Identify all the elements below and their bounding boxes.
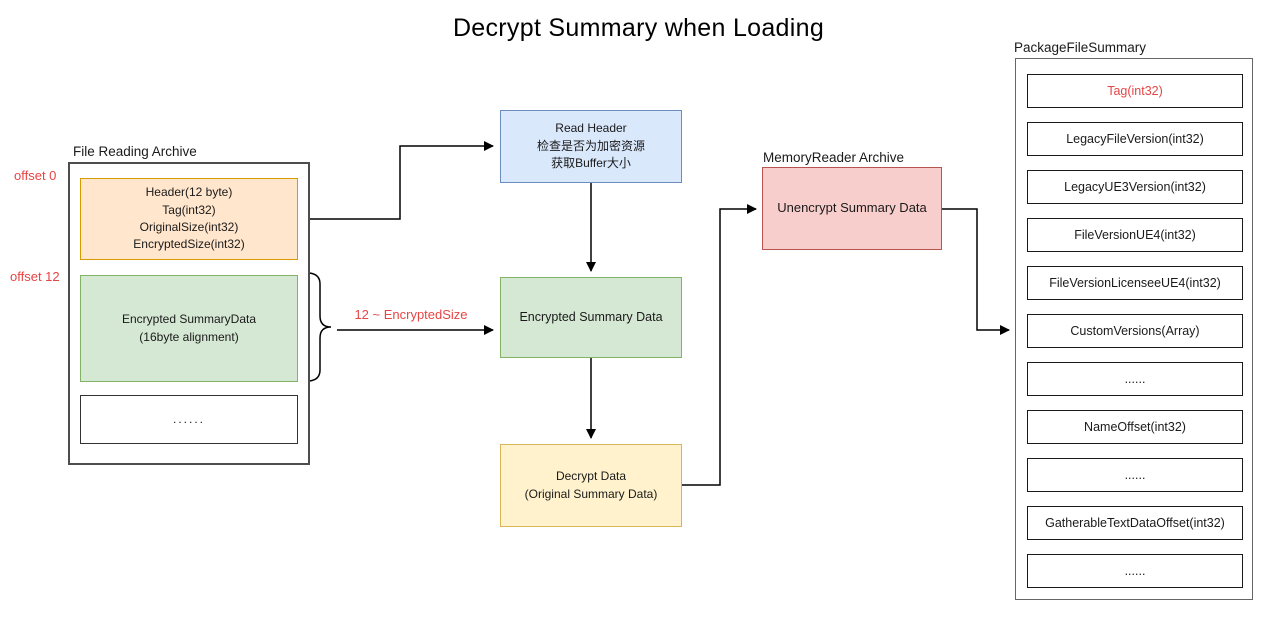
summary-row: GatherableTextDataOffset(int32) [1027,506,1243,540]
summary-row: CustomVersions(Array) [1027,314,1243,348]
curly-brace [308,272,332,382]
summary-row: LegacyFileVersion(int32) [1027,122,1243,156]
summary-row: FileVersionLicenseeUE4(int32) [1027,266,1243,300]
read-header-node: Read Header 检查是否为加密资源 获取Buffer大小 [500,110,682,183]
diagram-title: Decrypt Summary when Loading [452,14,825,42]
offset-0-label: offset 0 [14,168,57,183]
arrow-header-to-readheader [298,141,494,220]
package-file-summary-label: PackageFileSummary [1014,40,1147,55]
encrypted-summary-node: Encrypted Summary Data [500,277,682,358]
summary-row: Tag(int32) [1027,74,1243,108]
unencrypt-summary-node: Unencrypt Summary Data [762,167,942,250]
file-reading-archive-label: File Reading Archive [73,144,197,159]
summary-row: FileVersionUE4(int32) [1027,218,1243,252]
ellipsis-block: ...... [80,395,298,444]
summary-row: LegacyUE3Version(int32) [1027,170,1243,204]
summary-row: ...... [1027,362,1243,396]
arrow-decrypt-to-unencrypt [682,204,757,486]
encrypted-summarydata-block: Encrypted SummaryData (16byte alignment) [80,275,298,382]
header-block: Header(12 byte) Tag(int32) OriginalSize(… [80,178,298,260]
memory-reader-archive-label: MemoryReader Archive [763,150,905,165]
decrypt-data-node: Decrypt Data (Original Summary Data) [500,444,682,527]
offset-12-label: offset 12 [10,269,60,284]
summary-row: ...... [1027,458,1243,492]
summary-row: NameOffset(int32) [1027,410,1243,444]
arrow-unencrypt-to-summary [942,208,1010,335]
summary-row: ...... [1027,554,1243,588]
range-label: 12 ~ EncryptedSize [354,307,468,322]
package-file-summary-container: Tag(int32) LegacyFileVersion(int32) Legacy… [1015,58,1253,600]
